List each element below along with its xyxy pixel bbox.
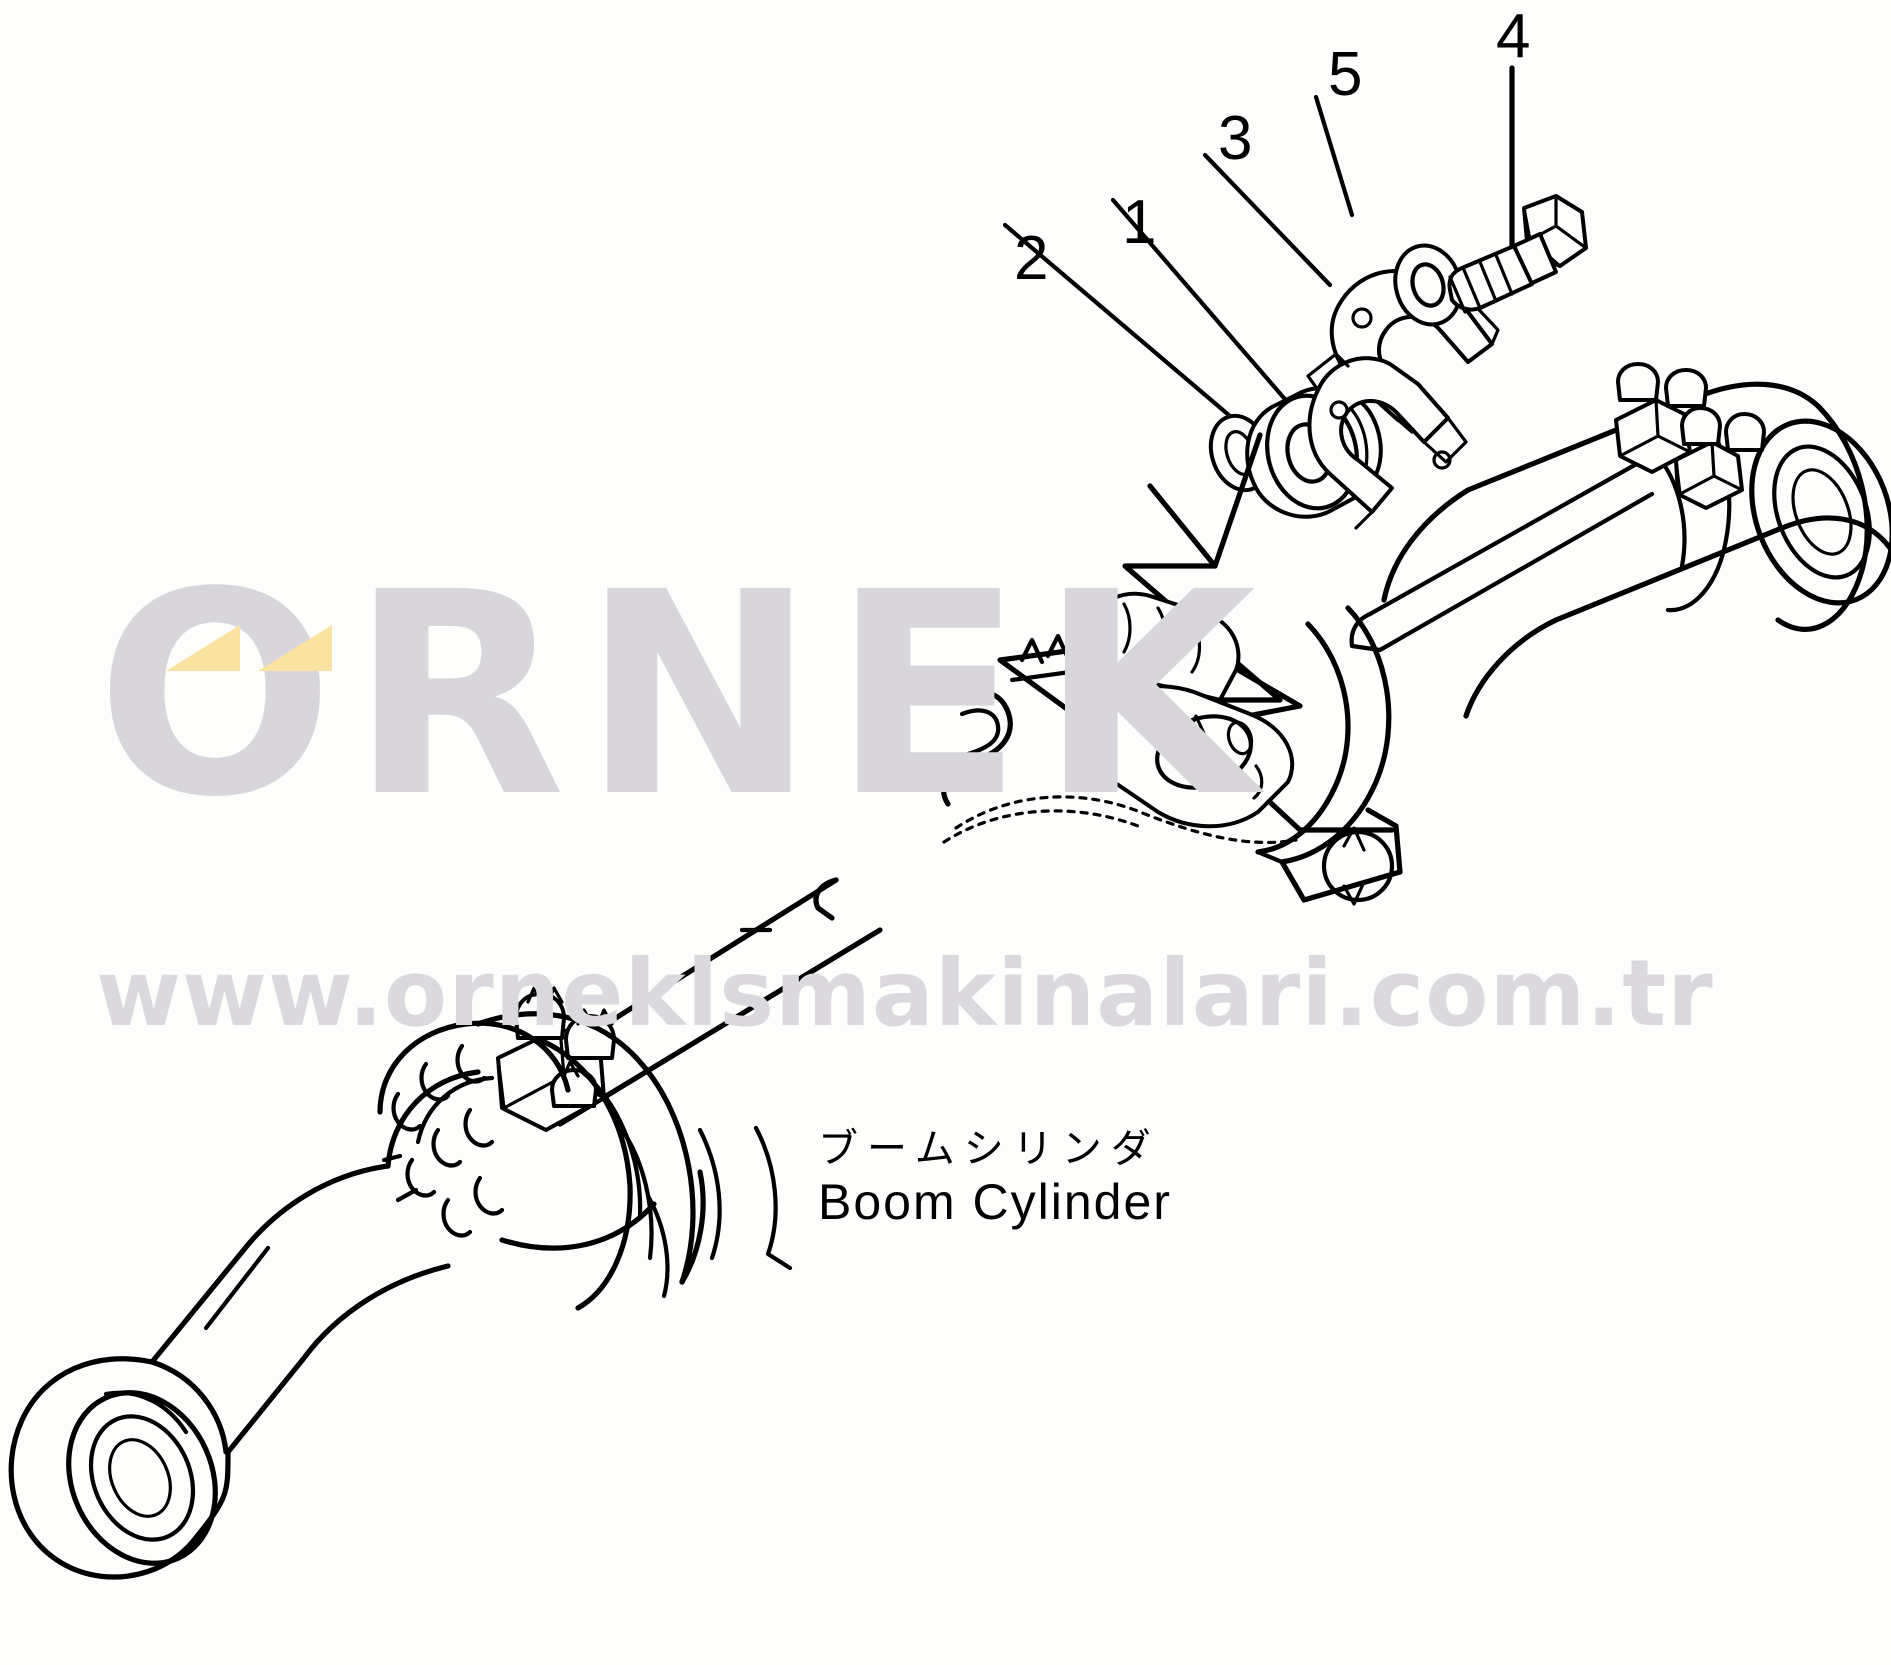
leader-line-5 [1313, 94, 1355, 218]
part-5-washer [1393, 243, 1463, 327]
callout-number-3: 3 [1218, 104, 1253, 173]
clamp-bracket-assembly [941, 591, 1403, 906]
callout-number-4: 4 [1496, 2, 1531, 71]
boom-cylinder-caption: ブームシリンダ Boom Cylinder [818, 1128, 1172, 1229]
leader-line-3 [1202, 152, 1333, 288]
caption-english-text: Boom Cylinder [818, 1174, 1172, 1230]
callout-number-1: 1 [1122, 188, 1157, 257]
upper-cylinder-assembly [1349, 362, 1891, 719]
part-4-bolt [1447, 194, 1588, 314]
leader-line-1 [1110, 197, 1293, 408]
upper-cylinder-port-bosses [1614, 362, 1766, 510]
lower-cylinder-assembly [8, 877, 883, 1580]
lower-cylinder-port-block [496, 986, 616, 1132]
leader-line-2 [1002, 222, 1273, 453]
zigzag-pointer-upper-stub [1212, 432, 1263, 569]
callout-number-2: 2 [1014, 224, 1049, 293]
leader-lines [1002, 65, 1515, 453]
flange-bolt-heads [381, 1043, 505, 1238]
callout-number-5: 5 [1328, 40, 1363, 109]
caption-japanese-text: ブームシリンダ [818, 1126, 1160, 1172]
